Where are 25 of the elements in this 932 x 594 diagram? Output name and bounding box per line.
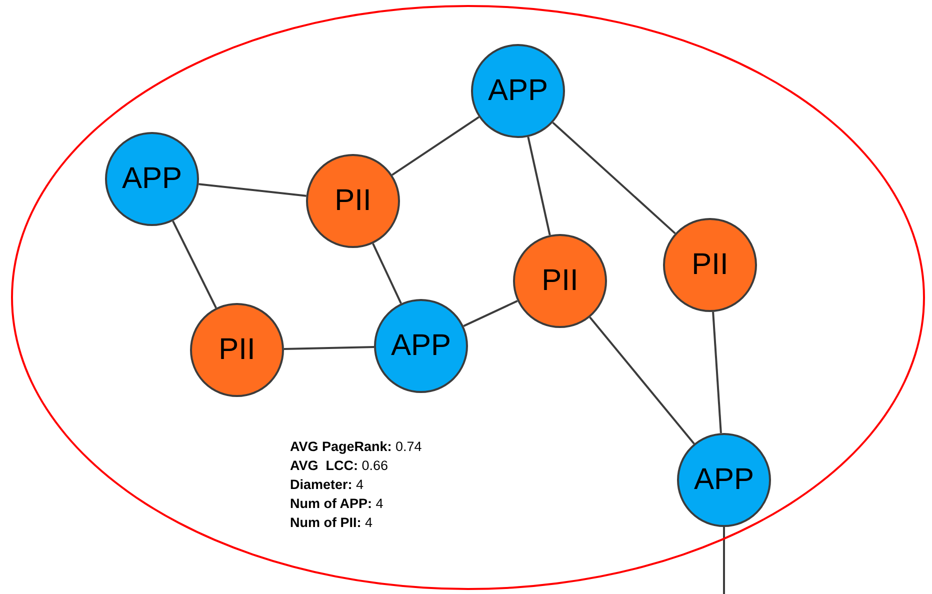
connector-line bbox=[723, 527, 725, 594]
connector-line bbox=[552, 122, 676, 234]
node-label: APP bbox=[122, 162, 182, 196]
node-label: APP bbox=[694, 463, 754, 497]
connector-line bbox=[198, 183, 306, 197]
connector-line bbox=[284, 346, 374, 350]
connector-line bbox=[172, 220, 217, 308]
stat-text: Diameter: 4 bbox=[290, 476, 365, 494]
group-ellipse bbox=[11, 5, 925, 590]
connector-line bbox=[527, 136, 551, 236]
stat-text: AVG PageRank: 0.74 bbox=[290, 438, 422, 456]
connector-line bbox=[372, 243, 402, 304]
node-label: PII bbox=[218, 333, 256, 367]
connector-line bbox=[712, 312, 722, 434]
connector-line bbox=[463, 300, 518, 327]
node-label: PII bbox=[334, 184, 372, 218]
stat-text: AVG LCC: 0.66 bbox=[290, 457, 390, 475]
connector-line bbox=[589, 316, 695, 444]
node-label: PII bbox=[692, 248, 728, 282]
connector-line bbox=[392, 116, 480, 176]
stat-text: Num of APP: 4 bbox=[290, 495, 384, 513]
node-label: PII bbox=[542, 264, 578, 298]
stat-text: Num of PII: 4 bbox=[290, 514, 374, 532]
node-label: APP bbox=[488, 74, 548, 108]
node-label: APP bbox=[390, 329, 452, 363]
